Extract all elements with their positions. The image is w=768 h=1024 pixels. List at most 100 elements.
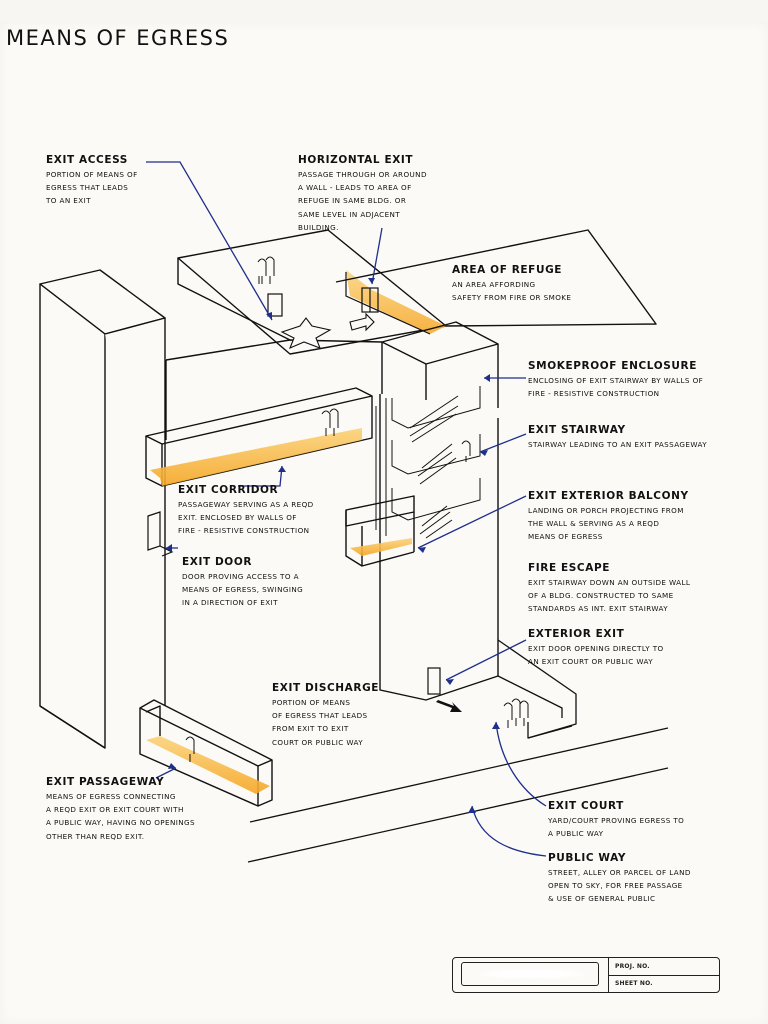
annotation-exterior-exit: EXTERIOR EXIT EXIT DOOR OPENING DIRECTLY… xyxy=(528,628,664,668)
desc-line: COURT OR PUBLIC WAY xyxy=(272,737,364,747)
desc-line: SAFETY FROM FIRE OR SMOKE xyxy=(452,293,572,303)
desc-line: EGRESS THAT LEADS xyxy=(46,183,129,193)
exit-access-arrows xyxy=(280,312,375,350)
annotation-area-of-refuge: AREA OF REFUGE AN AREA AFFORDING SAFETY … xyxy=(452,264,571,304)
sheet-no-label: SHEET NO. xyxy=(615,980,653,987)
desc-line: A PUBLIC WAY, HAVING NO OPENINGS xyxy=(46,818,195,828)
annotation-exit-passageway: EXIT PASSAGEWAY MEANS OF EGRESS CONNECTI… xyxy=(46,776,195,843)
desc-line: REFUGE IN SAME BLDG. OR xyxy=(298,196,407,206)
exit-court-heading: EXIT COURT xyxy=(548,800,624,812)
horizontal-exit-description: PASSAGE THROUGH OR AROUND A WALL - LEADS… xyxy=(298,168,427,234)
area-of-refuge-plane xyxy=(335,229,657,327)
left-tower xyxy=(39,269,166,749)
exit-discharge-arrow xyxy=(436,700,462,712)
exterior-exit-heading: EXTERIOR EXIT xyxy=(528,628,625,640)
desc-line: & USE OF GENERAL PUBLIC xyxy=(548,894,656,904)
desc-line: SAME LEVEL IN ADJACENT xyxy=(298,209,401,219)
area-of-refuge-heading: AREA OF REFUGE xyxy=(452,264,563,276)
desc-line: ENCLOSING OF EXIT STAIRWAY BY WALLS OF xyxy=(528,376,704,385)
desc-line: DOOR PROVING ACCESS TO A xyxy=(182,572,299,581)
desc-line: EXIT. ENCLOSED BY WALLS OF xyxy=(178,513,297,523)
annotation-exit-exterior-balcony: EXIT EXTERIOR BALCONY LANDING OR PORCH P… xyxy=(528,490,689,544)
area-of-refuge-description: AN AREA AFFORDING SAFETY FROM FIRE OR SM… xyxy=(452,278,571,304)
desc-line: FIRE - RESISTIVE CONSTRUCTION xyxy=(178,526,310,536)
desc-line: A WALL - LEADS TO AREA OF xyxy=(298,183,412,193)
fire-escape-heading: FIRE ESCAPE xyxy=(528,562,611,574)
exit-access-description: PORTION OF MEANS OF EGRESS THAT LEADS TO… xyxy=(46,168,138,208)
proj-no-label: PROJ. NO. xyxy=(615,963,650,970)
annotation-public-way: PUBLIC WAY STREET, ALLEY OR PARCEL OF LA… xyxy=(548,852,691,906)
exit-passageway-heading: EXIT PASSAGEWAY xyxy=(46,776,165,788)
desc-line: A PUBLIC WAY xyxy=(548,829,604,839)
desc-line: OTHER THAN REQD EXIT. xyxy=(46,831,145,841)
desc-line: PASSAGE THROUGH OR AROUND xyxy=(298,170,427,179)
smokeproof-enclosure-heading: SMOKEPROOF ENCLOSURE xyxy=(528,360,697,372)
exit-court-walls xyxy=(497,639,577,739)
exit-discharge-heading: EXIT DISCHARGE xyxy=(272,682,380,694)
leader-arrowheads xyxy=(166,278,500,813)
annotation-exit-stairway: EXIT STAIRWAY STAIRWAY LEADING TO AN EXI… xyxy=(528,424,707,451)
desc-line: OF A BLDG. CONSTRUCTED TO SAME xyxy=(528,591,674,601)
desc-line: IN A DIRECTION OF EXIT xyxy=(182,598,278,608)
annotation-smokeproof-enclosure: SMOKEPROOF ENCLOSURE ENCLOSING OF EXIT S… xyxy=(528,360,703,400)
exit-stairway-description: STAIRWAY LEADING TO AN EXIT PASSAGEWAY xyxy=(528,438,707,451)
annotation-exit-door: EXIT DOOR DOOR PROVING ACCESS TO A MEANS… xyxy=(182,556,303,610)
annotation-fire-escape: FIRE ESCAPE EXIT STAIRWAY DOWN AN OUTSID… xyxy=(528,562,690,616)
leader-lines xyxy=(146,161,547,857)
desc-line: EXIT STAIRWAY DOWN AN OUTSIDE WALL xyxy=(528,578,691,587)
annotation-exit-discharge: EXIT DISCHARGE PORTION OF MEANS OF EGRES… xyxy=(272,682,379,749)
exit-exterior-balcony-heading: EXIT EXTERIOR BALCONY xyxy=(528,490,689,502)
person-figures-top xyxy=(257,256,275,284)
desc-line: PORTION OF MEANS xyxy=(272,698,351,707)
annotation-exit-access: EXIT ACCESS PORTION OF MEANS OF EGRESS T… xyxy=(46,154,138,208)
smokeproof-enclosure-description: ENCLOSING OF EXIT STAIRWAY BY WALLS OF F… xyxy=(528,374,703,400)
exit-door-heading: EXIT DOOR xyxy=(182,556,253,568)
fire-escape-description: EXIT STAIRWAY DOWN AN OUTSIDE WALL OF A … xyxy=(528,576,690,616)
desc-line: LANDING OR PORCH PROJECTING FROM xyxy=(528,506,684,515)
person-figures-corridor xyxy=(321,408,339,436)
desc-line: OF EGRESS THAT LEADS xyxy=(272,711,368,721)
public-way-lines xyxy=(247,727,669,863)
paper xyxy=(0,22,768,1024)
desc-line: BUILDING. xyxy=(298,222,339,232)
desc-line: MEANS OF EGRESS, SWINGING xyxy=(182,585,304,595)
desc-line: FROM EXIT TO EXIT xyxy=(272,724,349,734)
desc-line: STREET, ALLEY OR PARCEL OF LAND xyxy=(548,868,691,877)
exit-corridor-heading: EXIT CORRIDOR xyxy=(178,484,279,496)
desc-line: MEANS OF EGRESS CONNECTING xyxy=(46,792,176,801)
public-way-heading: PUBLIC WAY xyxy=(548,852,627,864)
exterior-exit-door xyxy=(427,667,441,695)
exit-corridor-description: PASSAGEWAY SERVING AS A REQD EXIT. ENCLO… xyxy=(178,498,314,538)
desc-line: A REQD EXIT OR EXIT COURT WITH xyxy=(46,805,184,815)
page-title: MEANS OF EGRESS xyxy=(6,26,230,50)
person-figures-court xyxy=(503,698,529,728)
person-figure-stair xyxy=(461,440,471,462)
area-of-refuge-highlight xyxy=(346,270,446,334)
horizontal-exit-heading: HORIZONTAL EXIT xyxy=(298,154,414,166)
exit-passageway-highlight xyxy=(146,736,270,794)
exit-exterior-balcony-description: LANDING OR PORCH PROJECTING FROM THE WAL… xyxy=(528,504,689,544)
desc-line: STANDARDS AS INT. EXIT STAIRWAY xyxy=(528,604,669,614)
stair-tower xyxy=(379,321,499,701)
public-way-description: STREET, ALLEY OR PARCEL OF LAND OPEN TO … xyxy=(548,866,691,906)
exit-discharge-description: PORTION OF MEANS OF EGRESS THAT LEADS FR… xyxy=(272,696,379,749)
exit-passageway-description: MEANS OF EGRESS CONNECTING A REQD EXIT O… xyxy=(46,790,195,843)
exit-door-description: DOOR PROVING ACCESS TO A MEANS OF EGRESS… xyxy=(182,570,303,610)
desc-line: TO AN EXIT xyxy=(46,196,91,206)
redacted-name xyxy=(480,969,584,979)
exit-corridor-box xyxy=(145,387,373,487)
desc-line: MEANS OF EGRESS xyxy=(528,532,603,542)
annotation-horizontal-exit: HORIZONTAL EXIT PASSAGE THROUGH OR AROUN… xyxy=(298,154,427,234)
exterior-exit-description: EXIT DOOR OPENING DIRECTLY TO AN EXIT CO… xyxy=(528,642,664,668)
desc-line: PORTION OF MEANS OF xyxy=(46,170,138,179)
balcony-highlight xyxy=(350,538,412,556)
desc-line: PASSAGEWAY SERVING AS A REQD xyxy=(178,500,314,509)
upper-doors xyxy=(267,287,379,317)
desc-line: STAIRWAY LEADING TO AN EXIT PASSAGEWAY xyxy=(528,440,708,449)
exit-court-description: YARD/COURT PROVING EGRESS TO A PUBLIC WA… xyxy=(548,814,684,840)
desc-line: AN AREA AFFORDING xyxy=(452,280,536,289)
title-block-divider xyxy=(608,975,719,977)
desc-line: EXIT DOOR OPENING DIRECTLY TO xyxy=(528,644,664,653)
